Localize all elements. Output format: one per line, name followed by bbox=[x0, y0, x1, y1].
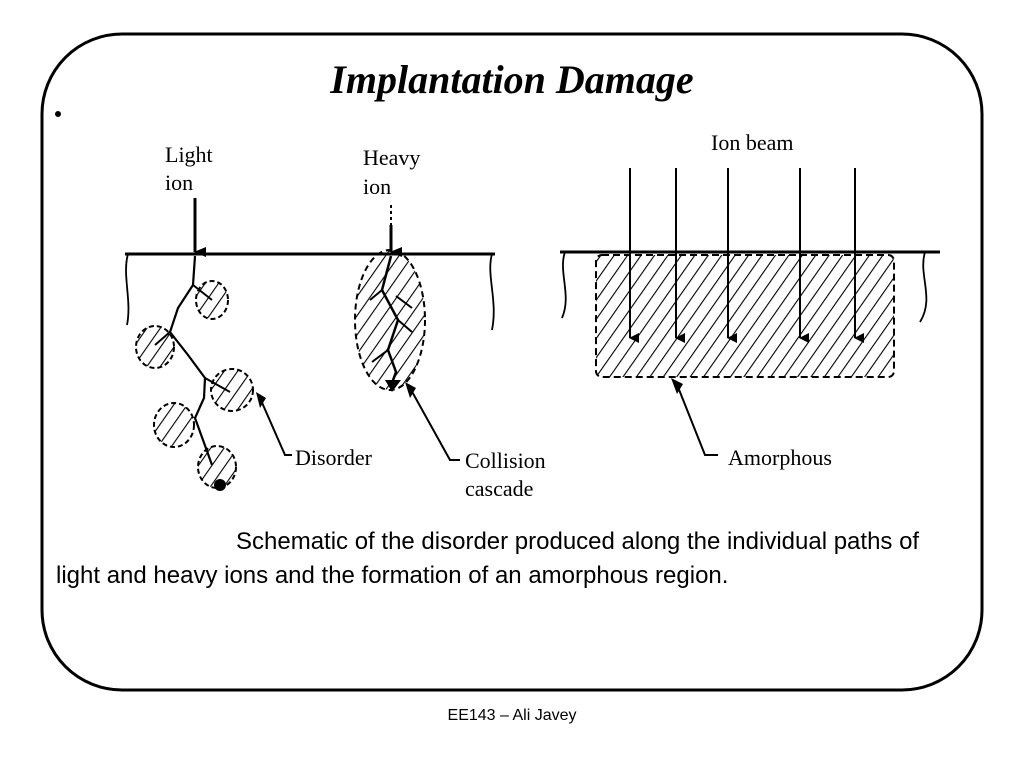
slide-title: Implantation Damage bbox=[330, 57, 694, 102]
bullet-dot bbox=[55, 111, 61, 117]
figure-caption-line2: light and heavy ions and the formation o… bbox=[56, 562, 729, 589]
light-ion-label-line1: Light bbox=[165, 142, 213, 167]
slide-footer: EE143 – Ali Javey bbox=[447, 707, 577, 724]
ion-beam-arrows bbox=[629, 168, 864, 343]
collision-cascade-label-line1: Collision bbox=[465, 448, 546, 473]
heavy-ion-label-line1: Heavy bbox=[363, 145, 420, 170]
amorphous-region bbox=[595, 254, 895, 378]
ion-beam-label: Ion beam bbox=[711, 130, 793, 155]
amorphous-label: Amorphous bbox=[728, 445, 832, 470]
disorder-label: Disorder bbox=[295, 445, 373, 470]
left-substrate bbox=[125, 252, 495, 331]
collision-cascade-label-line2: cascade bbox=[465, 476, 533, 501]
light-ion-disorder-clusters bbox=[135, 280, 254, 491]
figure-caption-line1: Schematic of the disorder produced along… bbox=[236, 528, 920, 555]
collision-cascade-pointer bbox=[409, 387, 460, 461]
right-substrate bbox=[560, 250, 940, 323]
amorphous-pointer bbox=[675, 381, 718, 456]
disorder-pointer bbox=[259, 397, 292, 456]
collision-cascade-region bbox=[354, 249, 426, 392]
heavy-ion-label-line2: ion bbox=[363, 174, 391, 199]
light-ion-label-line2: ion bbox=[165, 170, 193, 195]
